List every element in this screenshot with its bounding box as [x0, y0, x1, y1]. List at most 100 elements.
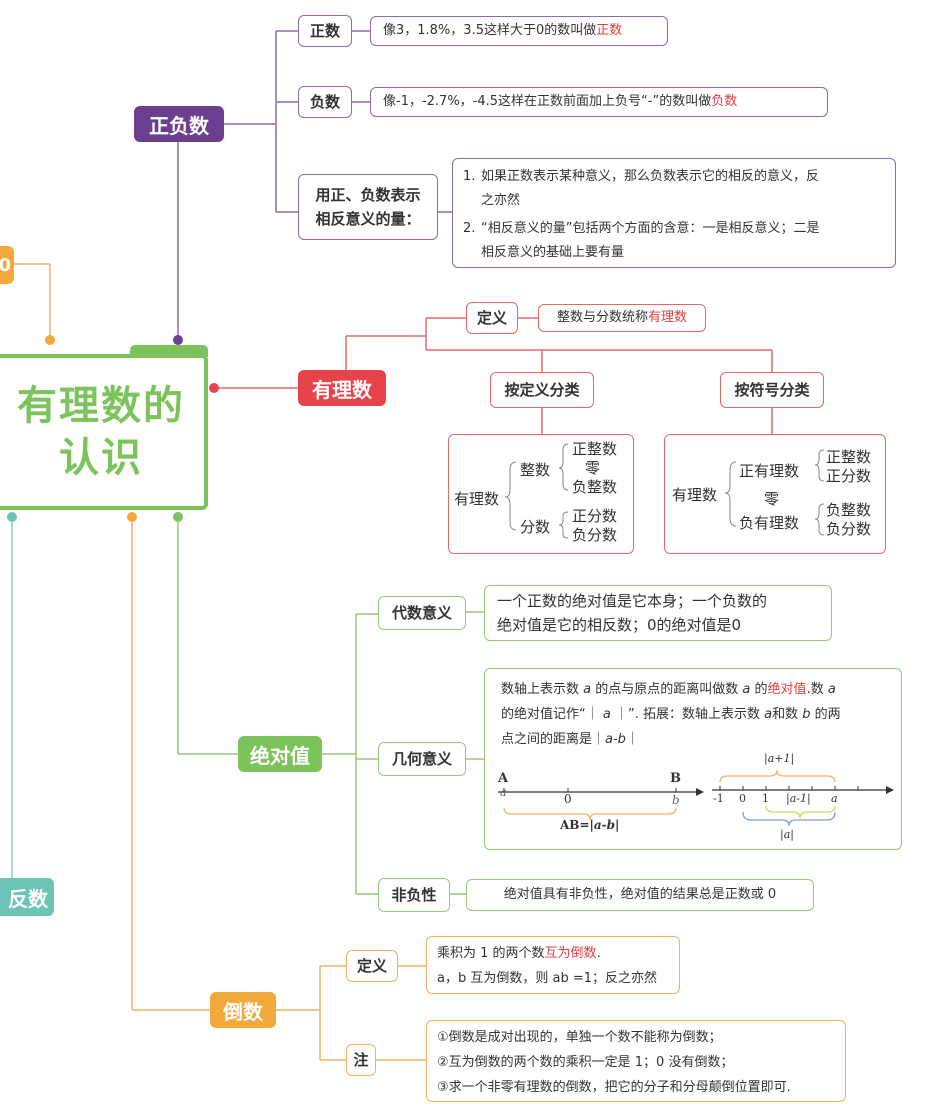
- node-yl-def: 定义: [466, 302, 518, 334]
- t1-zzs: 正整数: [572, 440, 618, 458]
- node-nonneg-label: 非负性: [391, 886, 437, 904]
- t1-root: 有理数: [454, 490, 500, 508]
- nl2-top: |a+1|: [764, 752, 795, 765]
- left-partial-top-node: 0: [0, 246, 14, 284]
- t1-zhengshu: 整数: [520, 461, 551, 479]
- node-class-sign-label: 按符号分类: [734, 381, 810, 399]
- rec-def-line1: 乘积为 1 的两个数互为倒数.: [437, 946, 601, 961]
- fushu-desc-hl: 负数: [711, 94, 738, 109]
- t2-ffs: 负分数: [826, 520, 872, 538]
- nl1-zero: 0: [564, 792, 572, 806]
- t1-fzs: 负整数: [572, 478, 618, 496]
- nl2-mid: |a-1|: [786, 792, 811, 805]
- yong-p2-a: “相反意义的量”包括两个方面的含意：一是相反意义；二是: [481, 221, 820, 236]
- nl2-zero: 0: [739, 792, 746, 805]
- yong-desc: 1. 如果正数表示某种意义，那么负数表示它的相反的意义，反 之亦然 2. “相反…: [452, 158, 896, 268]
- t1-ling: 零: [585, 459, 601, 477]
- yong-p2-num: 2.: [463, 221, 476, 236]
- branch-abs-label: 绝对值: [250, 743, 310, 768]
- alg-desc: 一个正数的绝对值是它本身；一个负数的 绝对值是它的相反数；0的绝对值是0: [484, 585, 832, 641]
- geo-line1: 数轴上表示数 a 的点与原点的距离叫做数 a 的绝对值.数 a: [501, 682, 836, 697]
- t2-root: 有理数: [672, 486, 718, 504]
- t2-zzs: 正整数: [826, 448, 872, 466]
- node-rec-def-label: 定义: [356, 957, 387, 975]
- nl1-B: B: [670, 771, 681, 786]
- dot-green: [173, 512, 183, 522]
- zhengshu-desc-hl: 正数: [596, 23, 623, 38]
- center-node: 有理数的 认识: [0, 354, 208, 510]
- t1-ffs: 负分数: [572, 526, 618, 544]
- node-zhengshu: 正数: [298, 15, 352, 47]
- yl-def-desc: 整数与分数统称有理数: [538, 304, 706, 332]
- dot-red: [209, 383, 219, 393]
- node-zhengshu-label: 正数: [309, 22, 340, 40]
- t2-zyl: 正有理数: [739, 462, 800, 480]
- rec-note-1: ①倒数是成对出现的，单独一个数不能称为倒数；: [437, 1030, 722, 1045]
- node-class-def: 按定义分类: [490, 372, 594, 408]
- nl2-a: a: [831, 792, 838, 805]
- t2-fzs: 负整数: [826, 501, 872, 519]
- node-yong: 用正、负数表示 相反意义的量：: [298, 174, 438, 240]
- t1-fenshu: 分数: [520, 518, 551, 536]
- rec-def-line2: a，b 互为倒数，则 ab =1；反之亦然: [437, 971, 657, 986]
- fushu-desc-text: 像-1，-2.7%，-4.5这样在正数前面加上负号“-”的数叫做: [383, 94, 712, 109]
- dot-purple: [173, 335, 183, 345]
- branch-youlishu: 有理数: [298, 370, 386, 406]
- yong-p1-num: 1.: [463, 169, 476, 184]
- rec-def-desc: 乘积为 1 的两个数互为倒数. a，b 互为倒数，则 ab =1；反之亦然: [426, 936, 680, 994]
- dot-teal: [7, 512, 17, 522]
- node-class-def-label: 按定义分类: [504, 381, 580, 399]
- yl-def-desc-text: 整数与分数统称: [556, 310, 648, 325]
- nl1-A: A: [498, 771, 509, 786]
- dot-orange-top: [45, 335, 55, 345]
- alg-desc-1: 一个正数的绝对值是它本身；一个负数的: [497, 592, 768, 610]
- alg-desc-2: 绝对值是它的相反数；0的绝对值是0: [497, 616, 742, 634]
- yong-p2-b: 相反意义的基础上要有量: [481, 245, 625, 260]
- t2-zfs: 正分数: [826, 467, 872, 485]
- node-alg: 代数意义: [378, 596, 466, 630]
- node-geo: 几何意义: [378, 742, 466, 776]
- node-geo-label: 几何意义: [391, 750, 452, 768]
- node-class-sign: 按符号分类: [720, 372, 824, 408]
- geo-desc: 数轴上表示数 a 的点与原点的距离叫做数 a 的绝对值.数 a 的绝对值记作“｜…: [484, 668, 902, 850]
- node-yong-line2: 相反意义的量：: [315, 210, 421, 228]
- nonneg-desc-text: 绝对值具有非负性，绝对值的结果总是正数或 0: [503, 887, 777, 902]
- nl1-b: b: [672, 793, 680, 807]
- yong-p1-a: 如果正数表示某种意义，那么负数表示它的相反的意义，反: [481, 169, 820, 184]
- rec-note-desc: ①倒数是成对出现的，单独一个数不能称为倒数； ②互为倒数的两个数的乘积一定是 1…: [426, 1020, 846, 1102]
- node-fushu: 负数: [298, 86, 352, 118]
- branch-reciprocal-label: 倒数: [223, 999, 263, 1024]
- node-rec-def: 定义: [346, 950, 398, 982]
- t2-fyl: 负有理数: [739, 514, 800, 532]
- node-alg-label: 代数意义: [391, 604, 452, 622]
- node-nonneg: 非负性: [378, 878, 450, 912]
- nonneg-desc: 绝对值具有非负性，绝对值的结果总是正数或 0: [466, 879, 814, 911]
- nl1-a: a: [500, 786, 507, 799]
- nl2-m1: -1: [713, 792, 724, 805]
- zhengshu-desc-text: 像3，1.8%，3.5这样大于0的数叫做: [383, 23, 597, 38]
- yl-def-desc-hl: 有理数: [648, 310, 688, 325]
- branch-abs: 绝对值: [238, 736, 322, 772]
- left-partial-top-label: 0: [0, 254, 11, 276]
- center-title-line2: 认识: [59, 435, 143, 481]
- node-yl-def-label: 定义: [476, 309, 507, 327]
- geo-line3: 点之间的距离是｜a-b｜: [501, 732, 639, 747]
- node-rec-note: 注: [346, 1044, 376, 1076]
- node-fushu-label: 负数: [309, 93, 340, 111]
- tree-def-box: [448, 434, 634, 554]
- dot-orange: [127, 512, 137, 522]
- t1-zfs: 正分数: [572, 507, 618, 525]
- branch-youlishu-label: 有理数: [312, 377, 372, 402]
- nl2-bottom: |a|: [780, 828, 794, 841]
- nl2-one: 1: [762, 792, 769, 805]
- node-yong-line1: 用正、负数表示: [315, 186, 421, 204]
- zhengshu-desc: 像3，1.8%，3.5这样大于0的数叫做正数: [370, 16, 668, 46]
- tree-sign-box: [664, 434, 886, 554]
- rec-note-2: ②互为倒数的两个数的乘积一定是 1；0 没有倒数；: [437, 1055, 734, 1070]
- left-partial-bottom-label: 反数: [8, 886, 48, 911]
- yong-p1-b: 之亦然: [481, 193, 521, 208]
- rec-note-3: ③求一个非零有理数的倒数，把它的分子和分母颠倒位置即可.: [437, 1080, 791, 1095]
- node-rec-note-label: 注: [353, 1051, 369, 1069]
- nl1-ab-label: AB=|a-b|: [560, 818, 620, 832]
